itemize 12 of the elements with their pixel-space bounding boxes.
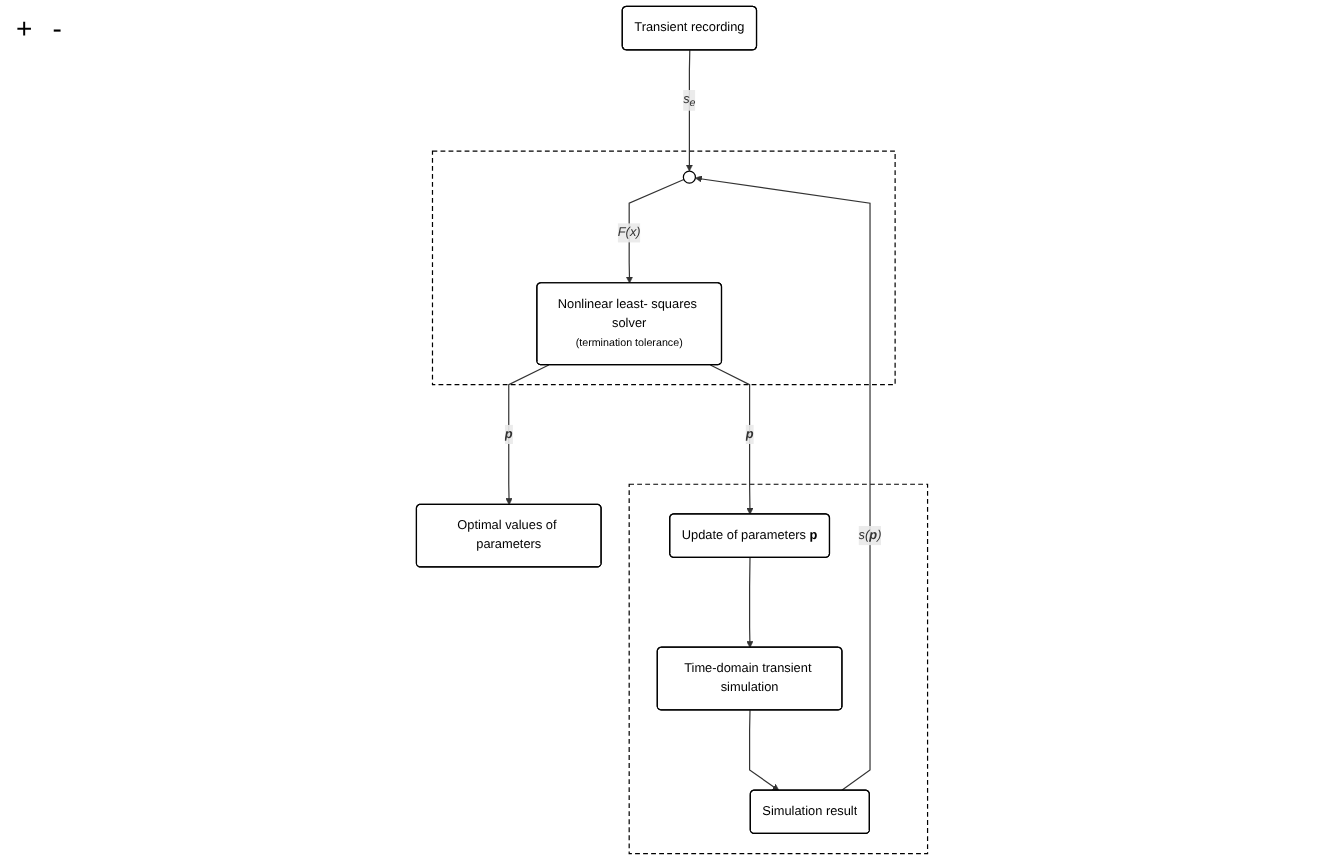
cluster <box>430 150 895 386</box>
arrow <box>504 364 549 506</box>
sign-label: - <box>52 12 62 44</box>
arrow <box>694 175 870 792</box>
arrow <box>684 49 692 172</box>
node-circle <box>681 170 695 184</box>
cluster <box>627 483 928 855</box>
arrow <box>708 364 753 515</box>
sign-label: + <box>16 12 33 44</box>
arrow <box>748 709 779 791</box>
arrow <box>624 178 684 284</box>
arrow <box>745 557 753 648</box>
